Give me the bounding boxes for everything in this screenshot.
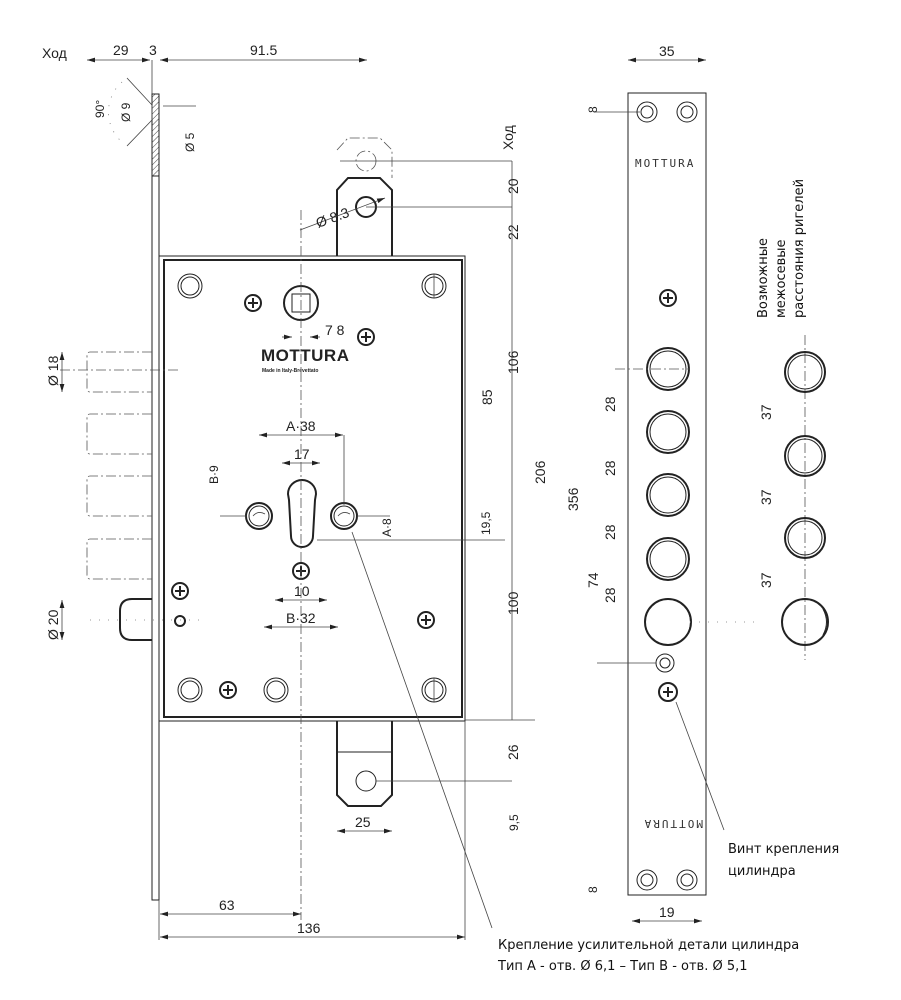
backset-total-dim: 91.5 <box>250 42 277 58</box>
screw-leader <box>675 701 725 831</box>
stroke-label-right: Ход <box>500 125 516 150</box>
cyl-b-spacing: B·32 <box>286 610 316 626</box>
reinforcement-leader <box>351 531 493 929</box>
backset-dim: 63 <box>219 897 235 913</box>
fixing-hole-icon <box>421 273 447 299</box>
bottom-dimension-group: 63 136 <box>158 721 466 940</box>
plate-dim: 3 <box>149 42 157 58</box>
dim-19-5: 19,5 <box>479 511 493 535</box>
screw-icon <box>658 682 678 702</box>
screw-icon <box>417 611 435 629</box>
spacing-note-line1: Возможные <box>756 238 771 318</box>
latch-bolt <box>119 598 152 641</box>
dim-356: 356 <box>565 487 581 511</box>
dim-26: 26 <box>505 744 521 760</box>
screw-icon <box>357 328 375 346</box>
stroke-label-left: Ход <box>42 45 67 61</box>
bolt-hole-icon <box>646 473 690 517</box>
alt-spacing-1: 37 <box>758 404 774 420</box>
latch-tab-height: 22 <box>505 224 521 240</box>
fixing-hole-icon <box>636 869 658 891</box>
stroke-dim: 29 <box>113 42 129 58</box>
bolt-dia: Ø 18 <box>45 355 61 386</box>
faceplate-brand-top: MOTTURA <box>635 157 695 170</box>
bolt-hole-icon <box>784 517 826 559</box>
alt-spacing-column: Возможные межосевые расстояния ригелей 3… <box>756 179 829 660</box>
countersink-angle: 90° <box>93 100 107 118</box>
latch-stroke-offset: 20 <box>505 178 521 194</box>
cylinder-fixing-hole-icon <box>330 502 358 530</box>
brand-subtitle: Made in Italy-Brevettato <box>262 368 318 374</box>
fixing-hole-icon <box>636 101 658 123</box>
cylinder-screw-hole-icon <box>655 653 675 673</box>
faceplate-width-top: 35 <box>659 43 675 59</box>
dim-106: 106 <box>505 350 521 374</box>
bolt-hole-icon <box>784 351 826 393</box>
dim-100: 100 <box>505 591 521 615</box>
bolt-hole-icon <box>646 537 690 581</box>
screw-note-line1: Винт крепления <box>728 842 839 857</box>
reinforcement-note-line2: Тип А - отв. Ø 6,1 – Тип В - отв. Ø 5,1 <box>497 959 748 974</box>
bolt-pitch-1: 28 <box>602 396 618 412</box>
latch-hole-dia: Ø 8.3 <box>314 204 352 231</box>
dim-85: 85 <box>479 389 495 405</box>
screw-icon <box>171 582 189 600</box>
right-dimension-group: 20 22 106 85 206 19,5 100 26 9,5 356 <box>465 161 581 831</box>
brand-logo: MOTTURA <box>261 346 349 365</box>
deadbolts: Ø 18 Ø 20 <box>45 351 200 641</box>
faceplate-brand-bottom: MOTTURA <box>643 817 703 830</box>
bolt-pitch-2: 28 <box>602 460 618 476</box>
cyl-lower-width: 10 <box>294 583 310 599</box>
screw-icon <box>659 289 677 307</box>
fixing-hole-icon <box>177 273 203 299</box>
dim-9-5: 9,5 <box>507 814 521 831</box>
latch-offset: 74 <box>585 572 601 588</box>
bottom-tab: 25 <box>336 721 512 834</box>
fixing-hole-icon <box>421 677 447 703</box>
top-dimension-group: Ход 29 3 91.5 <box>42 42 367 95</box>
reinforcement-note-line1: Крепление усилительной детали цилиндра <box>498 938 799 953</box>
euro-cylinder-cutout <box>286 479 318 548</box>
top-latch-tab: Ø 8.3 <box>299 137 512 256</box>
bottom-tab-width: 25 <box>355 814 371 830</box>
latch-hole-icon <box>644 598 692 646</box>
faceplate-width-bottom: 19 <box>659 904 675 920</box>
countersink-detail: 90° Ø 9 Ø 5 <box>93 77 197 177</box>
latch-dia: Ø 20 <box>45 609 61 640</box>
hole-dia: Ø 5 <box>183 132 197 152</box>
forend-plate <box>151 175 160 901</box>
dim-206: 206 <box>532 460 548 484</box>
screw-icon <box>244 294 262 312</box>
bolt-pitch-3: 28 <box>602 524 618 540</box>
pin-icon <box>174 615 186 627</box>
bolt-hole-icon <box>784 435 826 477</box>
bolt-hole-icon <box>646 410 690 454</box>
case-width-dim: 136 <box>297 920 321 936</box>
cyl-b-offset: B·9 <box>207 465 221 484</box>
countersink-outer-dia: Ø 9 <box>119 102 133 122</box>
screw-note-line2: цилиндра <box>728 864 796 879</box>
fixing-hole-icon <box>676 101 698 123</box>
screw-icon <box>219 681 237 699</box>
alt-spacing-3: 37 <box>758 572 774 588</box>
spacing-note-line3: расстояния ригелей <box>792 179 807 318</box>
faceplate-top-margin: 8 <box>586 106 600 113</box>
spindle-square-dim: 7 8 <box>325 322 345 338</box>
alt-spacing-2: 37 <box>758 489 774 505</box>
fixing-hole-icon <box>177 677 203 703</box>
latch-hole-icon <box>781 598 829 646</box>
fixing-hole-icon <box>676 869 698 891</box>
faceplate-bottom-margin: 8 <box>586 886 600 893</box>
cyl-a-offset: A·8 <box>380 518 394 537</box>
bolt-pitch-4: 28 <box>602 587 618 603</box>
faceplate: 35 8 MOTTURA MOTTURA 8 19 28 28 28 28 74 <box>585 43 760 924</box>
cyl-profile-width: 17 <box>294 446 310 462</box>
cylinder-fixing-hole-icon <box>245 502 273 530</box>
fixing-hole-icon <box>263 677 289 703</box>
spacing-note-line2: межосевые <box>774 239 789 318</box>
lock-case: 7 8 MOTTURA Made in Italy-Brevettato A·3… <box>158 255 505 722</box>
